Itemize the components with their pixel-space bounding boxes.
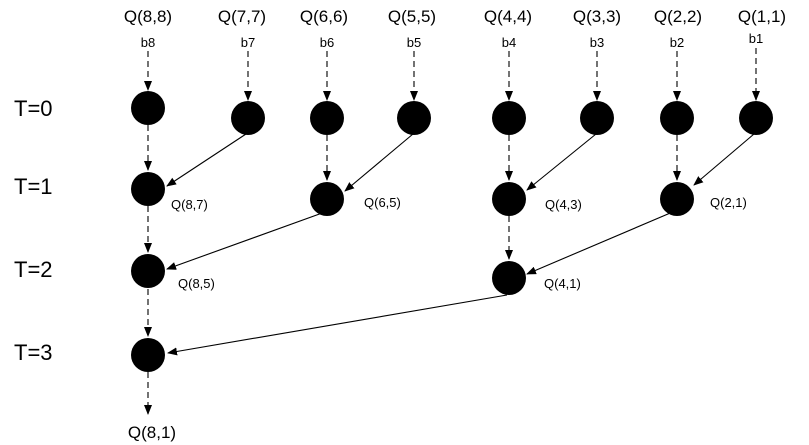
node-t1-q43 (492, 182, 526, 216)
time-step-labels: T=0 T=1 T=2 T=3 (14, 96, 53, 365)
combine-edges (166, 133, 755, 356)
edge-q41-to-q81 (167, 294, 508, 356)
top-label-q55: Q(5,5) (388, 7, 436, 26)
edge-q11-to-q21 (693, 133, 755, 186)
edge-q55-to-q65 (344, 133, 414, 192)
node-t0-q44 (492, 101, 526, 135)
node-t0-q33 (580, 101, 614, 135)
input-label-b1: b1 (749, 31, 763, 46)
passthrough-edges (144, 125, 681, 415)
edge-q65-to-q85 (166, 211, 326, 270)
nodes (131, 91, 773, 372)
input-label-b6: b6 (320, 35, 334, 50)
input-label-b7: b7 (241, 35, 255, 50)
time-step-t0: T=0 (14, 96, 53, 121)
input-label-b2: b2 (670, 35, 684, 50)
input-label-b8: b8 (141, 35, 155, 50)
node-t0-q77 (231, 101, 265, 135)
node-label-q21: Q(2,1) (710, 195, 747, 210)
node-t2-q41 (492, 261, 526, 295)
top-label-q77: Q(7,7) (218, 7, 266, 26)
node-t1-q65 (310, 182, 344, 216)
edge-q33-to-q43 (526, 133, 597, 191)
input-label-b4: b4 (502, 35, 516, 50)
top-label-q44: Q(4,4) (484, 7, 532, 26)
node-t0-q66 (310, 101, 344, 135)
node-t1-q87 (131, 172, 165, 206)
edge-q77-to-q87 (166, 133, 247, 187)
node-t1-q21 (660, 182, 694, 216)
input-label-b5: b5 (407, 35, 421, 50)
top-label-q88: Q(8,8) (124, 7, 172, 26)
top-label-q66: Q(6,6) (300, 7, 348, 26)
output-label-q81: Q(8,1) (128, 423, 176, 442)
input-edges (144, 48, 760, 101)
top-label-q22: Q(2,2) (654, 7, 702, 26)
top-labels: Q(8,8) Q(7,7) Q(6,6) Q(5,5) Q(4,4) Q(3,3… (124, 7, 786, 26)
node-t0-q22 (660, 101, 694, 135)
node-t0-q88 (131, 91, 165, 125)
node-label-q87: Q(8,7) (171, 197, 208, 212)
node-label-q85: Q(8,5) (178, 276, 215, 291)
node-t0-q55 (397, 101, 431, 135)
input-labels: b8 b7 b6 b5 b4 b3 b2 b1 (141, 31, 763, 50)
node-t3-q81 (131, 338, 165, 372)
node-t2-q85 (131, 254, 165, 288)
node-t0-q11 (739, 101, 773, 135)
input-label-b3: b3 (590, 35, 604, 50)
node-labels: Q(8,7) Q(6,5) Q(4,3) Q(2,1) Q(8,5) Q(4,1… (171, 195, 747, 291)
node-label-q41: Q(4,1) (544, 276, 581, 291)
node-label-q43: Q(4,3) (545, 197, 582, 212)
edge-q21-to-q41 (526, 210, 676, 275)
time-step-t1: T=1 (14, 174, 53, 199)
top-label-q33: Q(3,3) (573, 7, 621, 26)
time-step-t3: T=3 (14, 340, 53, 365)
top-label-q11: Q(1,1) (738, 7, 786, 26)
time-step-t2: T=2 (14, 257, 53, 282)
node-label-q65: Q(6,5) (364, 195, 401, 210)
